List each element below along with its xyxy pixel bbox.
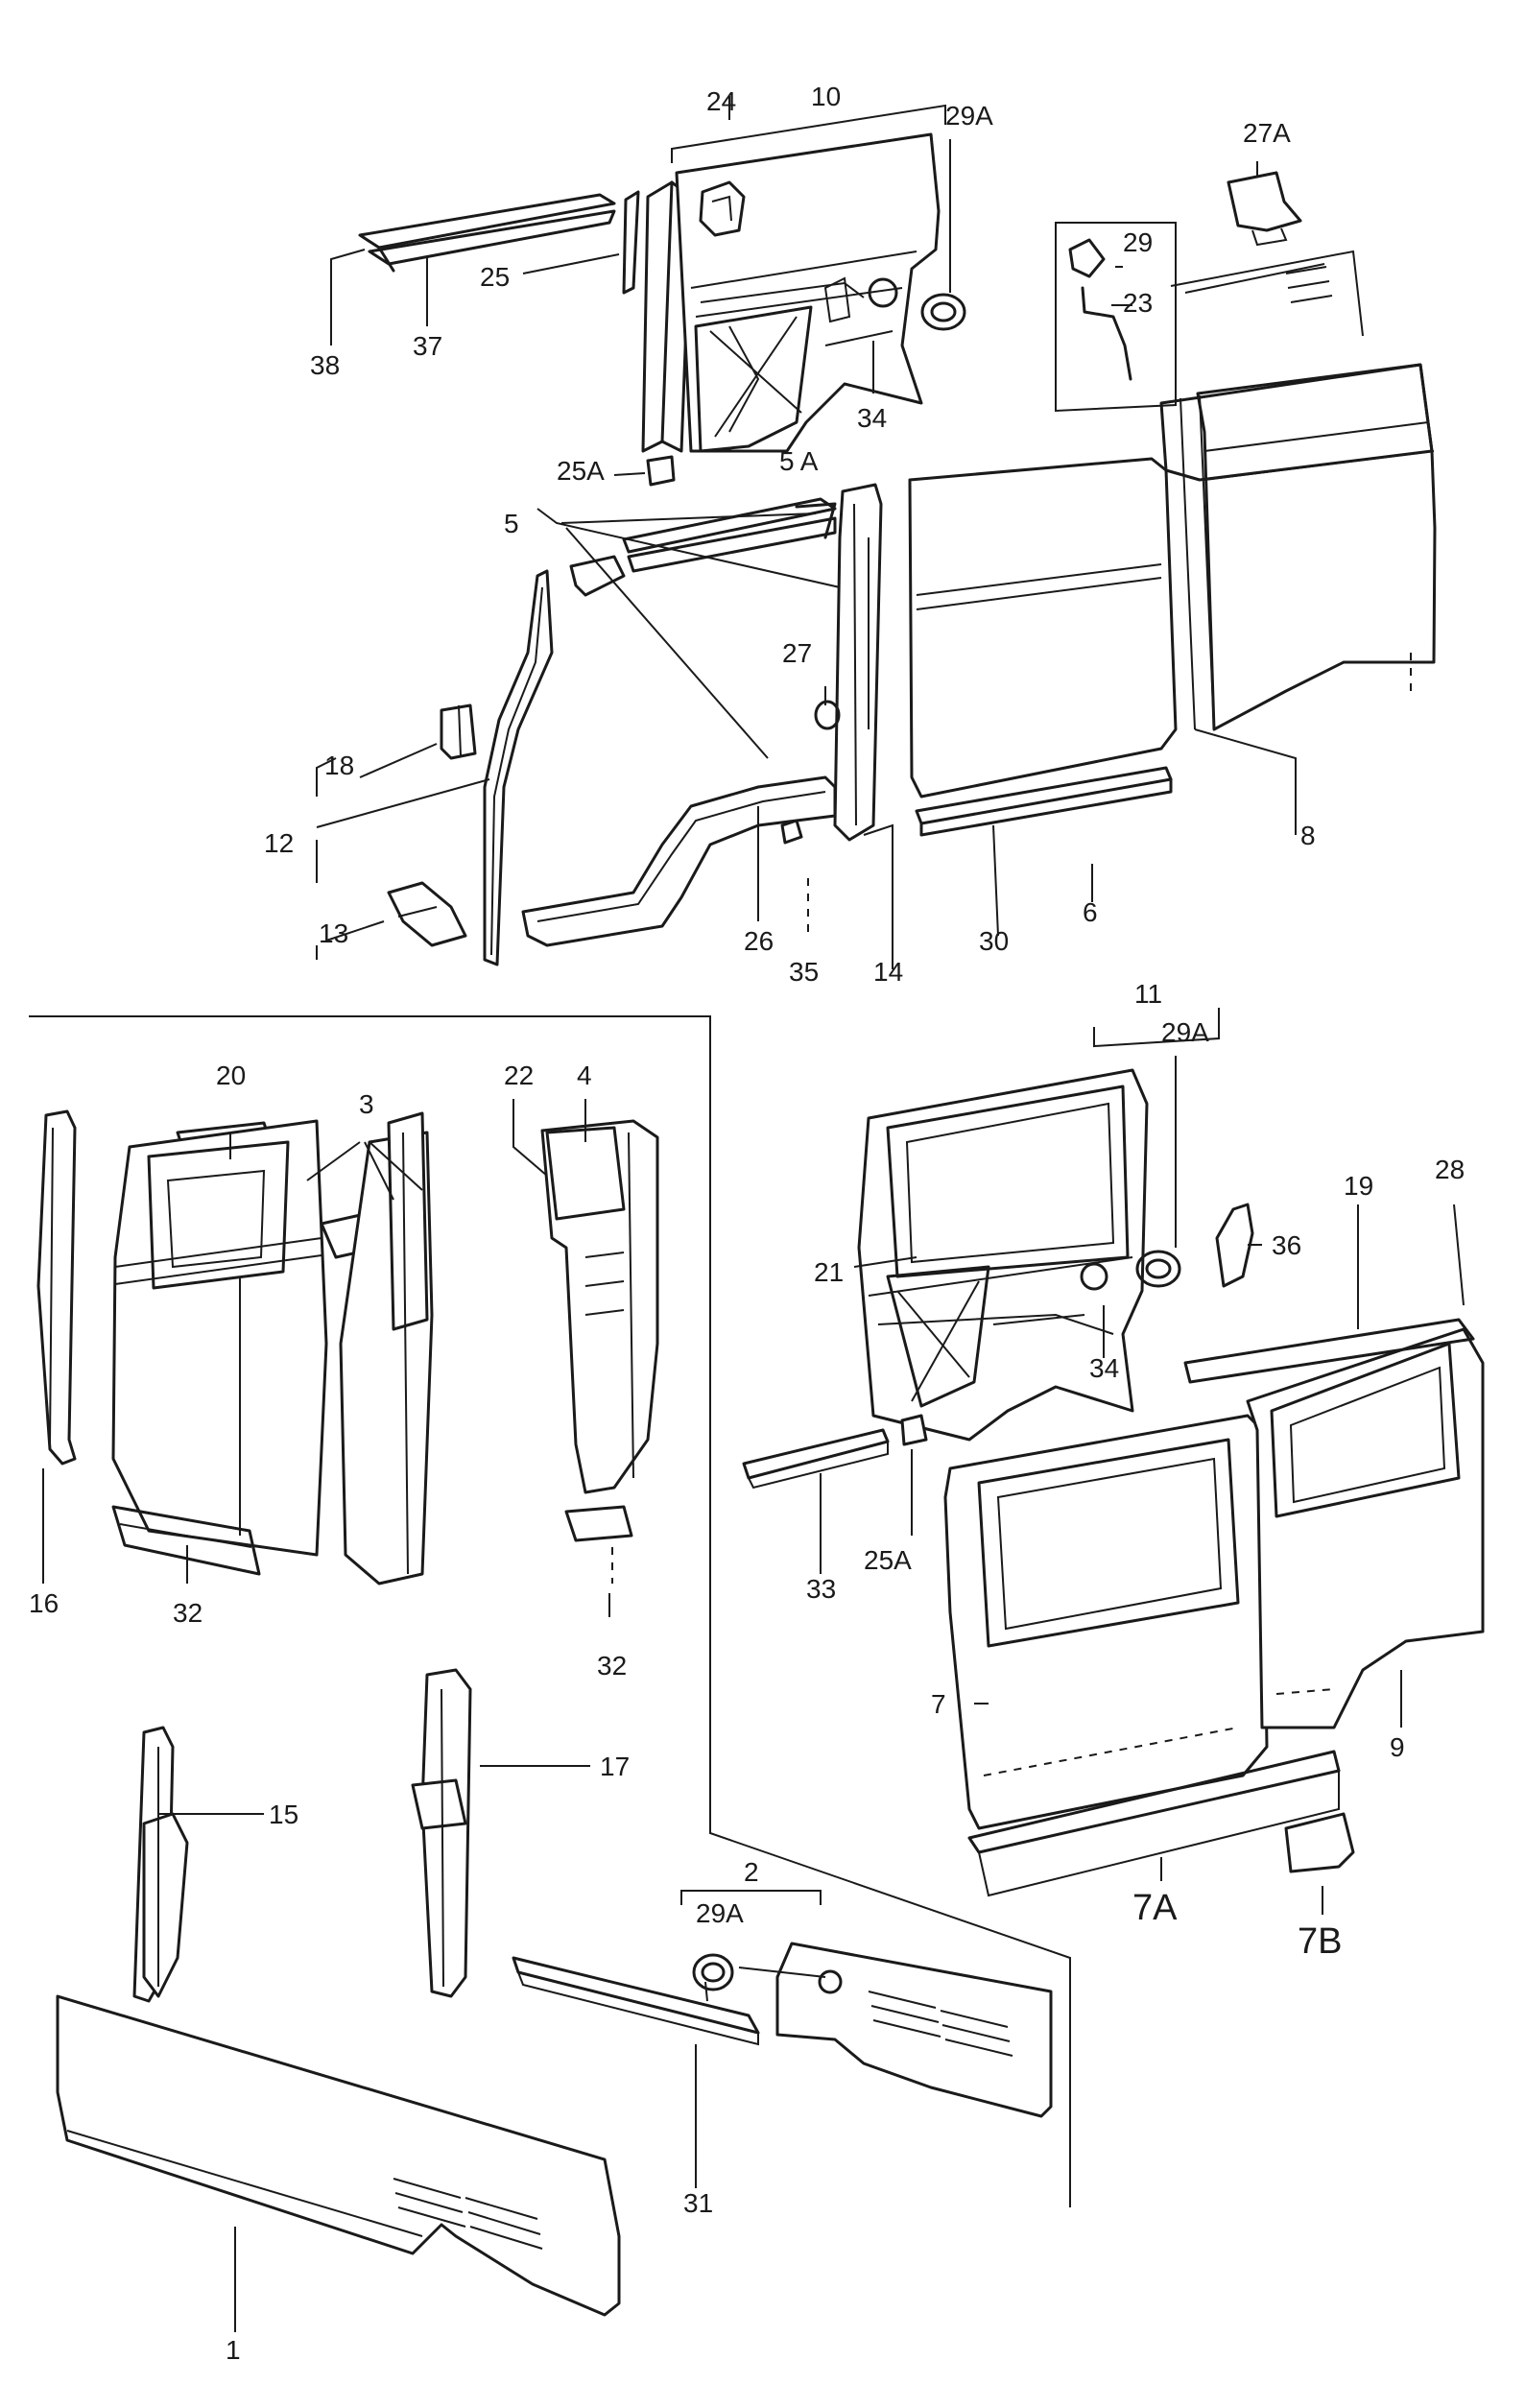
callout-22: 22: [504, 1061, 534, 1090]
part-trim-7a: [967, 1750, 1341, 1897]
callout-35: 35: [789, 957, 819, 987]
callout-37: 37: [413, 331, 442, 361]
callout-26: 26: [744, 926, 774, 956]
section-dividers: [29, 1015, 1071, 2207]
callout-32-left: 32: [173, 1598, 203, 1628]
callout-9: 9: [1390, 1732, 1405, 1762]
box-29-23: [1055, 222, 1177, 413]
callout-4: 4: [577, 1061, 592, 1090]
callout-18: 18: [324, 751, 354, 780]
callout-17: 17: [600, 1752, 630, 1781]
part-sill-32-left: [111, 1505, 261, 1576]
part-inner-door-frame-3: [339, 1111, 434, 1585]
part-vent-27a: [1227, 171, 1302, 247]
callout-8: 8: [1300, 821, 1316, 850]
callout-29: 29: [1123, 227, 1153, 257]
callout-5a: 5 A: [779, 446, 819, 476]
part-trim-7b: [1284, 1812, 1355, 1873]
part-lower-panel-1: [56, 1994, 621, 2317]
callout-25a-mid: 25A: [864, 1545, 912, 1575]
leader-lines: [42, 96, 1465, 2332]
part-sill-32-right: [564, 1505, 633, 1584]
callout-25a-top: 25A: [557, 456, 605, 486]
callout-1: 1: [226, 2335, 241, 2365]
callout-7: 7: [931, 1689, 946, 1719]
callout-13: 13: [319, 918, 348, 948]
part-gusset-25a-top: [646, 455, 676, 487]
callout-31: 31: [683, 2188, 713, 2218]
part-door-3: [111, 1119, 381, 1557]
part-gusset-25a-mid: [900, 1414, 928, 1446]
part-grommet-29a-bot: [692, 1953, 734, 1991]
part-bracket-36: [1215, 1203, 1254, 1288]
part-rear-side-panel-10: [675, 132, 941, 453]
part-wheel-arch-26: [521, 775, 837, 947]
callout-36: 36: [1272, 1230, 1301, 1260]
part-plug-35: [780, 819, 809, 936]
callout-10: 10: [811, 82, 841, 111]
part-sill-30: [915, 766, 1173, 837]
callout-19: 19: [1344, 1171, 1373, 1201]
callout-11: 11: [1134, 979, 1162, 1009]
part-grommet-29a-mid: [1135, 1250, 1181, 1288]
part-pillar-15: [132, 1726, 189, 2003]
part-front-pillar-12: [483, 569, 554, 966]
part-sliding-door-panel-6: [908, 363, 1434, 799]
part-roof-rail-5a: [622, 497, 837, 573]
part-rail-33: [742, 1428, 890, 1490]
callout-labels: 24 10 29A 27A 29 23 25 38 37 34 25A 5 A …: [29, 82, 1465, 2365]
callout-7b: 7B: [1298, 1921, 1342, 1962]
callout-29a-bot: 29A: [696, 1898, 744, 1928]
callout-38: 38: [310, 350, 340, 380]
callout-27: 27: [782, 638, 812, 668]
callout-21: 21: [814, 1257, 844, 1287]
part-side-panel-8: [1170, 250, 1437, 731]
callout-24: 24: [706, 86, 736, 116]
part-bracket-18: [440, 703, 477, 760]
callout-23: 23: [1123, 288, 1153, 318]
callout-2: 2: [744, 1857, 759, 1887]
callout-28: 28: [1435, 1155, 1465, 1184]
callout-25: 25: [480, 262, 510, 292]
callout-29a-mid: 29A: [1161, 1017, 1209, 1047]
part-grommet-29a-top: [920, 293, 966, 331]
part-sliding-door-window-7: [943, 1414, 1269, 1830]
callout-14: 14: [873, 957, 903, 987]
callout-5: 5: [504, 509, 519, 538]
box-2: [680, 1890, 822, 1905]
part-rear-side-with-window-11: [857, 1068, 1149, 1442]
callout-12: 12: [264, 828, 294, 858]
callout-27a: 27A: [1243, 118, 1291, 148]
part-rod-23: [1081, 286, 1132, 381]
part-rear-quarter-9: [1183, 1318, 1485, 1729]
part-grommet-27: [814, 700, 841, 730]
callout-30: 30: [979, 926, 1009, 956]
callout-7a: 7A: [1132, 1888, 1178, 1928]
callout-15: 15: [269, 1800, 298, 1829]
callout-16: 16: [29, 1588, 59, 1618]
part-inner-brace-5: [569, 555, 626, 597]
callout-3: 3: [359, 1089, 374, 1119]
part-bracket-24: [699, 180, 746, 237]
part-rear-lower-panel-2: [775, 1942, 1053, 2118]
callout-29a-top: 29A: [945, 101, 993, 131]
callout-32-right: 32: [597, 1651, 627, 1681]
part-pillar-14: [833, 483, 883, 842]
part-b-pillar-4-22: [540, 1119, 659, 1494]
part-sill-31: [512, 1956, 760, 2046]
callout-33: 33: [806, 1574, 836, 1604]
part-pillar-16: [36, 1109, 77, 1466]
callout-20: 20: [216, 1061, 246, 1090]
callout-34-top: 34: [857, 403, 887, 433]
part-latch-29: [1068, 238, 1106, 278]
part-roof-rail-38: [358, 193, 616, 273]
part-pillar-17: [411, 1668, 472, 1998]
callout-6: 6: [1083, 897, 1098, 927]
callout-34-mid: 34: [1089, 1353, 1119, 1383]
part-bracket-13: [387, 881, 467, 947]
part-strip-25: [622, 190, 640, 295]
